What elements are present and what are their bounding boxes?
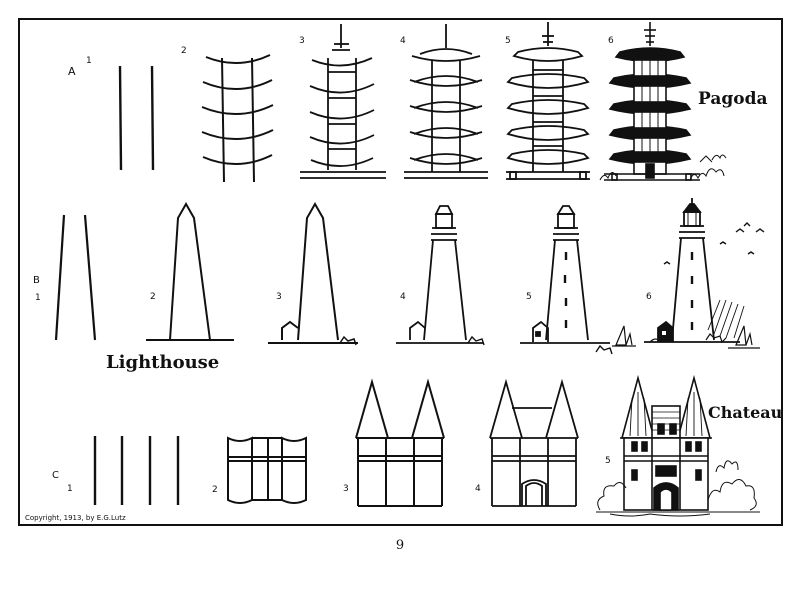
row-a-step-1: 1 xyxy=(86,56,92,66)
row-b-step-1: 1 xyxy=(35,293,41,303)
page-number: 9 xyxy=(395,538,405,553)
chateau-step-3 xyxy=(355,378,445,507)
row-c-step-5: 5 xyxy=(605,456,611,466)
row-a-title: Pagoda xyxy=(698,89,767,109)
row-b-title: Lighthouse xyxy=(106,352,219,373)
lighthouse-step-4 xyxy=(396,205,485,346)
lighthouse-step-3 xyxy=(268,201,358,346)
row-b-letter: B xyxy=(33,275,40,286)
row-b-step-2: 2 xyxy=(150,292,156,302)
row-c-step-1: 1 xyxy=(67,484,73,494)
row-a-step-2: 2 xyxy=(181,46,187,56)
chateau-step-2 xyxy=(227,436,307,504)
row-a-step-6: 6 xyxy=(608,36,614,46)
pagoda-step-5 xyxy=(506,22,590,180)
row-b-step-6: 6 xyxy=(646,292,652,302)
lighthouse-step-1 xyxy=(54,214,97,341)
lighthouse-step-5 xyxy=(520,205,636,355)
pagoda-step-2 xyxy=(201,54,274,183)
pagoda-step-4 xyxy=(404,24,488,179)
pagoda-step-6 xyxy=(599,22,727,181)
pagoda-step-1 xyxy=(118,65,155,171)
row-a-step-3: 3 xyxy=(299,36,305,46)
row-a-letter: A xyxy=(68,65,76,78)
row-c-step-4: 4 xyxy=(475,484,481,494)
row-c-letter: C xyxy=(52,470,59,481)
lighthouse-step-6 xyxy=(644,198,765,349)
row-b-step-5: 5 xyxy=(526,292,532,302)
chateau-step-1 xyxy=(93,436,180,505)
row-c-step-3: 3 xyxy=(343,484,349,494)
lighthouse-step-2 xyxy=(146,201,234,341)
chateau-step-5 xyxy=(596,374,760,517)
plate-border xyxy=(18,18,783,526)
chateau-step-4 xyxy=(489,378,579,507)
copyright-notice: Copyright, 1913, by E.G.Lutz xyxy=(25,514,126,522)
pagoda-step-3 xyxy=(300,24,386,179)
row-c-step-2: 2 xyxy=(212,485,218,495)
row-c-title: Chateau xyxy=(708,403,783,422)
row-b-step-3: 3 xyxy=(276,292,282,302)
row-a-step-5: 5 xyxy=(505,36,511,46)
row-a-step-4: 4 xyxy=(400,36,406,46)
row-b-step-4: 4 xyxy=(400,292,406,302)
